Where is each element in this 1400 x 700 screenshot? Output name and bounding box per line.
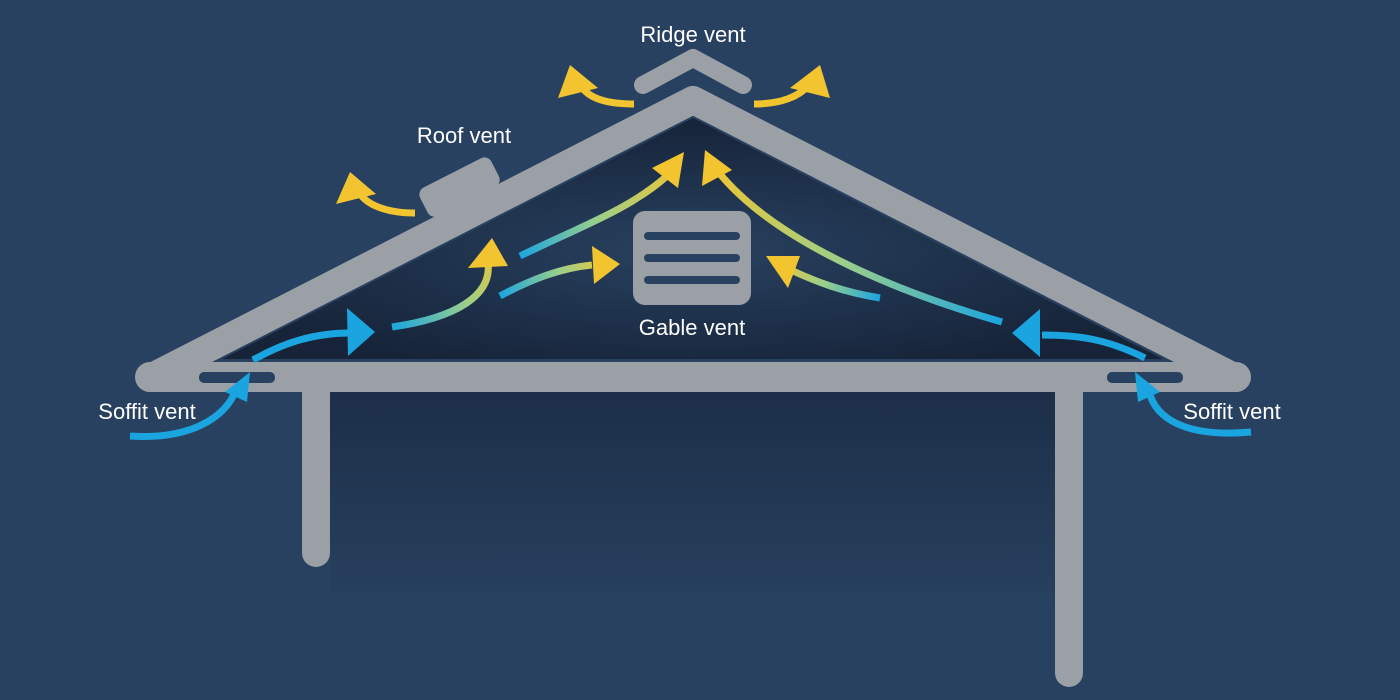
rising-arrowhead-a [468,238,508,268]
ridge-vent-label: Ridge vent [640,22,745,47]
roof-structure [135,49,1251,687]
rising-arrow-d [717,171,1003,326]
rising-arrowhead-c [652,152,684,188]
rising-arrowhead-d [702,150,732,186]
airflow-arrows [129,65,1252,440]
rising-arrowhead-b [592,246,620,284]
exhaust-arrowhead-roof [336,172,376,204]
attic-arrowhead-left [347,308,375,356]
rising-arrow-e [791,267,881,302]
intake-arrow-left [129,388,240,440]
intake-arrowhead-right [1135,372,1160,402]
rising-arrow-b [498,261,593,300]
exhaust-arrowhead-ridge-left [558,65,598,98]
rising-arrow-c [518,172,671,260]
gable-vent-grille [633,211,751,305]
intake-arrowhead-left [225,372,250,402]
gable-vent-label: Gable vent [639,315,745,340]
rising-arrowhead-e [766,256,800,288]
interior-shading [330,390,1056,610]
soffit-vent-slot-right [1107,372,1183,383]
roof-vent-box [419,157,500,217]
attic-arrow-left [251,329,351,364]
soffit-vent-label-right: Soffit vent [1183,399,1280,424]
attic-arrow-right [1041,331,1147,362]
soffit-vent-label-left: Soffit vent [98,399,195,424]
exhaust-arrowhead-ridge-right [790,65,830,98]
rising-arrow-a [391,262,492,331]
roof-rafters [136,86,1250,392]
ridge-vent-cap [634,49,752,94]
roof-vent-label: Roof vent [417,123,511,148]
attic-arrowhead-right [1012,309,1040,357]
soffit-vent-slot-left [199,372,275,383]
intake-arrow-right [1145,390,1252,437]
